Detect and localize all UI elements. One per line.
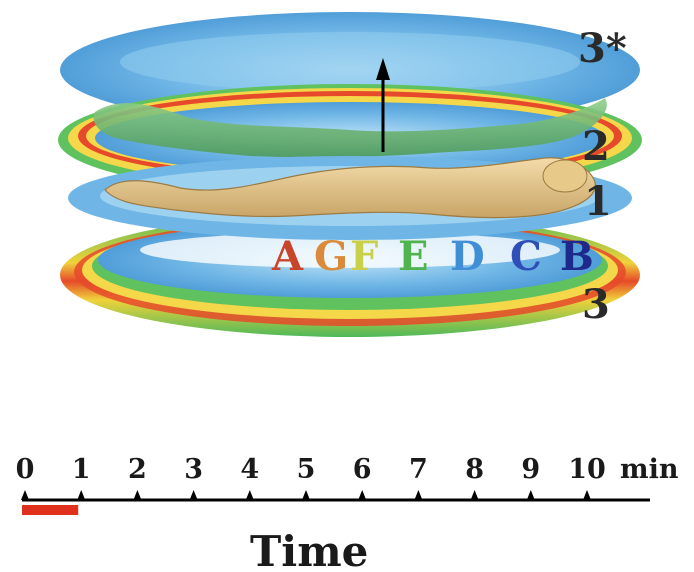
time-tick-label-8: 8 bbox=[465, 454, 484, 485]
time-tick-0 bbox=[21, 490, 29, 500]
layer-label-middle: 2 bbox=[582, 123, 610, 170]
zone-letter-g: G bbox=[314, 233, 348, 280]
time-tick-3 bbox=[189, 490, 198, 500]
zone-letter-b: B bbox=[560, 233, 594, 280]
time-tick-label-4: 4 bbox=[240, 454, 259, 485]
first-minute-highlight bbox=[22, 505, 79, 515]
time-tick-label-0: 0 bbox=[16, 454, 35, 485]
time-tick-6 bbox=[358, 490, 367, 500]
time-tick-label-3: 3 bbox=[184, 454, 203, 485]
raised-body-silhouette bbox=[93, 98, 607, 158]
time-tick-4 bbox=[245, 490, 254, 500]
time-tick-8 bbox=[470, 490, 479, 500]
reclining-body bbox=[104, 157, 596, 219]
time-tick-label-6: 6 bbox=[353, 454, 372, 485]
zone-letter-e: E bbox=[398, 233, 429, 280]
time-scale bbox=[21, 490, 650, 515]
time-tick-label-7: 7 bbox=[409, 454, 428, 485]
layer-label-top: 3* bbox=[578, 25, 627, 72]
upward-arrow bbox=[376, 58, 390, 152]
time-axis-title: Time bbox=[250, 527, 368, 572]
zone-letter-d: D bbox=[450, 233, 485, 280]
zone-letter-f: F bbox=[350, 233, 378, 280]
time-tick-label-5: 5 bbox=[297, 454, 316, 485]
zone-letter-c: C bbox=[510, 233, 542, 280]
time-tick-label-2: 2 bbox=[128, 454, 147, 485]
time-unit-label: min bbox=[620, 454, 679, 485]
layer-label-bottom: 3 bbox=[582, 281, 610, 328]
time-tick-5 bbox=[302, 490, 310, 500]
time-tick-label-10: 10 bbox=[568, 454, 606, 485]
time-tick-9 bbox=[526, 490, 535, 500]
time-tick-1 bbox=[77, 490, 86, 500]
time-tick-2 bbox=[133, 490, 142, 500]
time-tick-label-9: 9 bbox=[521, 454, 540, 485]
time-tick-7 bbox=[414, 490, 423, 500]
bottom-field-disc bbox=[60, 213, 640, 337]
time-tick-10 bbox=[583, 490, 591, 500]
time-tick-label-1: 1 bbox=[72, 454, 91, 485]
zone-letter-a: A bbox=[271, 233, 304, 280]
layer-label-body: 1 bbox=[584, 178, 612, 225]
